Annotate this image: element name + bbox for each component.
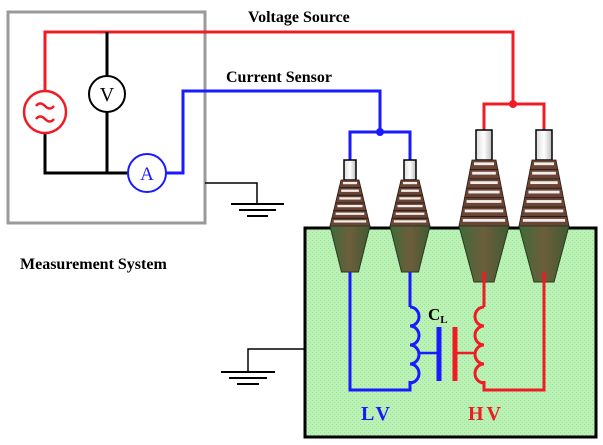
hv-bushing-2 (518, 129, 570, 283)
measurement-system-label: Measurement System (20, 256, 167, 273)
capacitance-subscript: L (440, 314, 447, 326)
current-sensor-wire (166, 89, 412, 175)
tank-ground (221, 348, 305, 385)
lv-label: LV (361, 403, 393, 425)
hv-winding (473, 272, 546, 392)
lv-winding (348, 272, 421, 392)
ammeter: A (127, 153, 167, 193)
lv-junction-dot (376, 128, 384, 136)
measurement-system-frame (6, 10, 207, 225)
voltmeter-label: V (100, 84, 115, 106)
lv-bushing-2 (389, 159, 431, 273)
hv-label: HV (468, 403, 504, 425)
capacitance-label: CL (428, 305, 448, 326)
current-sensor-label: Current Sensor (226, 69, 332, 86)
voltage-source-label: Voltage Source (248, 9, 350, 26)
ac-source (22, 89, 68, 135)
voltmeter: V (88, 75, 126, 113)
lv-bushing-1 (329, 159, 371, 273)
ammeter-label: A (140, 164, 154, 185)
internal-wiring (43, 32, 128, 175)
bushings (329, 129, 570, 283)
capacitance-cl (420, 327, 476, 381)
measurement-ground (205, 182, 284, 217)
hv-bushing-1 (458, 129, 510, 283)
hv-junction-dot (509, 100, 517, 108)
capacitance-main: C (428, 305, 440, 324)
